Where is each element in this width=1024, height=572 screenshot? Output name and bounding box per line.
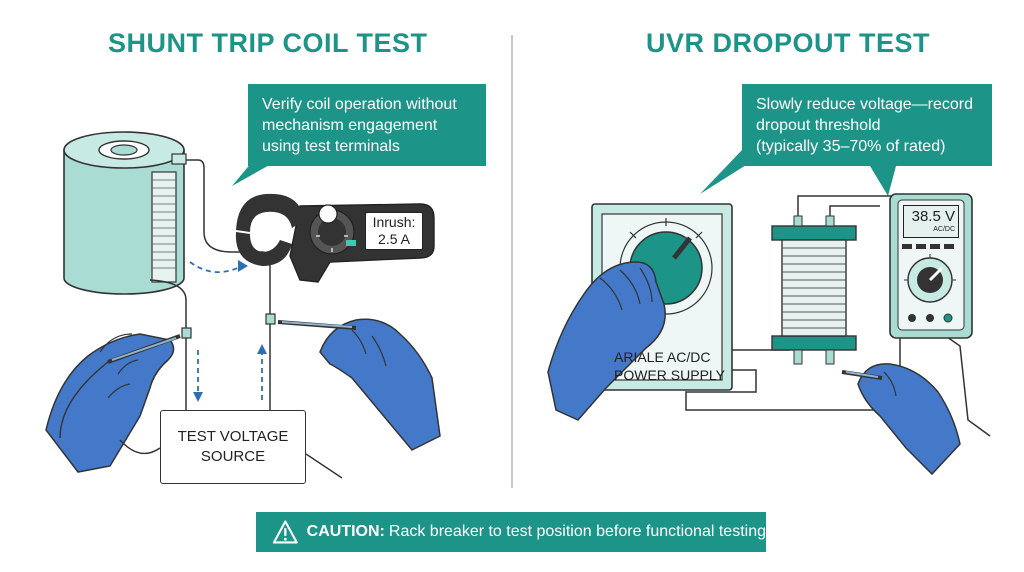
- glove-icon: [547, 261, 666, 421]
- shunt-trip-title: SHUNT TRIP COIL TEST: [108, 28, 428, 58]
- caution-text: Rack breaker to test position before fun…: [388, 523, 766, 540]
- glove-icon: [857, 363, 961, 476]
- right-callout-line: dropout threshold: [756, 117, 881, 134]
- caution-banner: CAUTION: Rack breaker to test position b…: [256, 512, 766, 552]
- clamp-meter-readout: Inrush: 2.5 A: [365, 212, 423, 250]
- coil-lead-lower: [149, 279, 187, 338]
- source-label-line: TEST VOLTAGE: [177, 428, 289, 445]
- coil-icon: [63, 131, 187, 295]
- current-flow-arrows: [189, 261, 263, 400]
- source-label-line: SOURCE: [200, 448, 266, 465]
- left-callout-line: using test terminals: [262, 138, 400, 155]
- right-callout: Slowly reduce voltage—record dropout thr…: [742, 84, 992, 166]
- glove-icon: [319, 318, 441, 451]
- probe-icon: [59, 334, 181, 439]
- clamp-readout-label: Inrush:: [372, 214, 416, 230]
- left-callout-line: mechanism engagement: [262, 117, 438, 134]
- coil-lead-upper: [186, 159, 271, 318]
- power-supply-label-line: ARIALE AC/DC: [614, 349, 711, 365]
- terminal-right: [265, 313, 276, 325]
- left-callout-line: Verify coil operation without: [262, 96, 457, 113]
- warning-icon: [272, 520, 298, 544]
- power-supply-label-line: POWER SUPPLY: [614, 367, 725, 383]
- multimeter-display: 38.5 V AC/DC: [903, 205, 959, 238]
- right-callout-line: (typically 35–70% of rated): [756, 138, 946, 155]
- right-callout-line: Slowly reduce voltage—record: [756, 96, 973, 113]
- probe-icon: [841, 370, 883, 380]
- multimeter-value: 38.5 V: [911, 208, 955, 225]
- power-supply-label: ARIALE AC/DC POWER SUPPLY: [614, 348, 725, 384]
- multimeter-mode: AC/DC: [933, 226, 955, 233]
- test-voltage-source: TEST VOLTAGE SOURCE: [160, 410, 306, 484]
- left-callout: Verify coil operation without mechanism …: [248, 84, 486, 166]
- right-callout-pointer-2: [870, 166, 896, 196]
- probe-icon: [277, 320, 357, 479]
- caution-label: CAUTION:: [306, 523, 385, 540]
- clamp-readout-value: 2.5 A: [378, 231, 410, 247]
- terminal-left: [181, 327, 192, 339]
- transformer-icon: [771, 215, 857, 365]
- uvr-dropout-title: UVR DROPOUT TEST: [646, 28, 931, 58]
